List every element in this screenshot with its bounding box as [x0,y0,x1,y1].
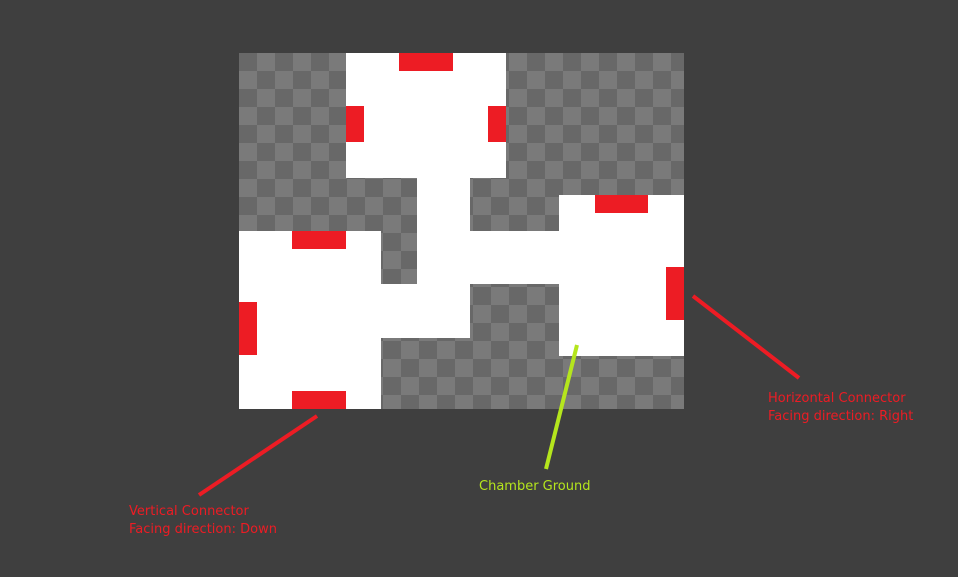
right-corridor-floor [470,231,559,284]
horizontal-connector-pointer [691,294,801,380]
vertical-connector-title: Vertical Connector [129,504,249,519]
vertical-connector-pointer [197,414,319,497]
left-room-connector-left [239,302,257,355]
top-room-connector-left [346,106,364,142]
horizontal-connector-title: Horizontal Connector [768,391,906,406]
vertical-connector-label: Vertical Connector Facing direction: Dow… [129,503,277,539]
connectors [239,53,684,409]
right-room-connector-up [595,195,648,213]
vertical-connector-direction: Facing direction: Down [129,522,277,537]
chamber-ground-title: Chamber Ground [479,479,591,494]
right-room-floor [559,195,684,356]
top-room-connector-right [488,106,506,142]
left-corridor-floor [381,284,470,338]
vertical-connector-down [292,391,346,409]
chamber-ground [239,53,684,409]
horizontal-connector-direction: Facing direction: Right [768,409,914,424]
left-room-connector-up [292,231,346,249]
chamber-ground-pointer [544,344,579,470]
horizontal-connector-right [666,267,684,320]
top-room-floor [346,53,506,178]
top-room-connector-up [399,53,453,71]
left-room-floor [239,231,381,409]
horizontal-connector-label: Horizontal Connector Facing direction: R… [768,390,913,426]
chamber-ground-label: Chamber Ground [479,478,591,496]
